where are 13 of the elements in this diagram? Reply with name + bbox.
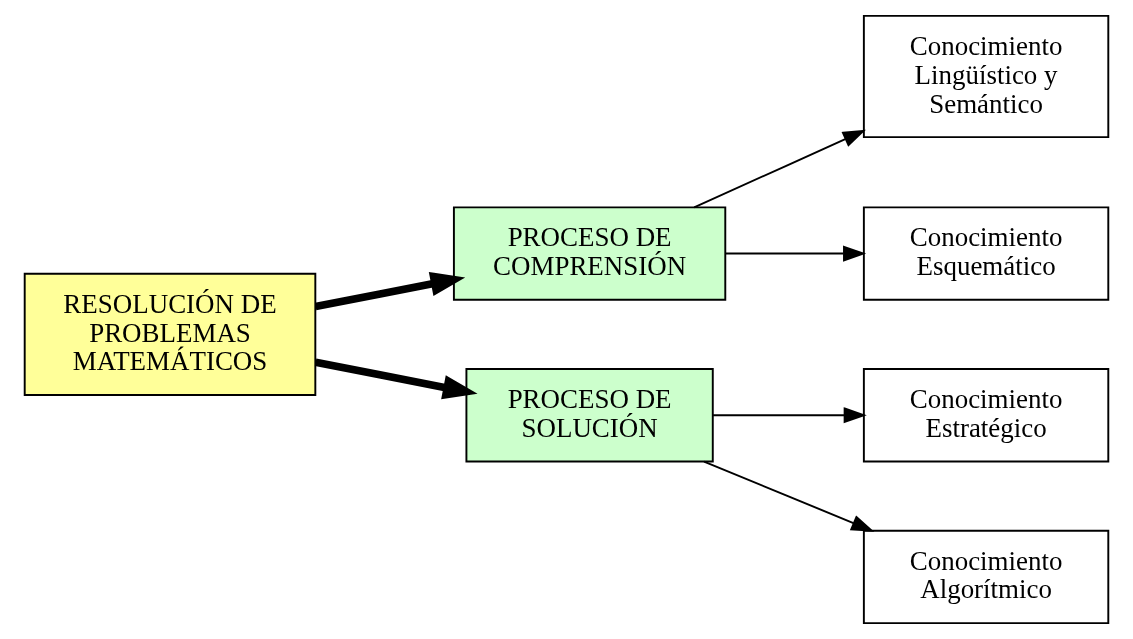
node-box: Conocimiento Lingüístico y Semántico <box>862 14 1110 139</box>
arrow <box>314 272 466 311</box>
node-box: Conocimiento Algorítmico <box>862 529 1110 625</box>
node-box: RESOLUCIÓN DE PROBLEMAS MATEMÁTICOS <box>23 272 317 396</box>
node-box: Conocimiento Estratégico <box>862 368 1110 463</box>
arrow <box>724 245 867 262</box>
arrow <box>712 407 867 424</box>
arrow <box>693 129 866 209</box>
node-box: PROCESO DE SOLUCIÓN <box>465 368 714 463</box>
node-box: PROCESO DE COMPRENSIÓN <box>452 206 727 301</box>
arrow <box>314 358 478 400</box>
node-box: Conocimiento Esquemático <box>862 206 1110 301</box>
arrow <box>703 460 875 532</box>
